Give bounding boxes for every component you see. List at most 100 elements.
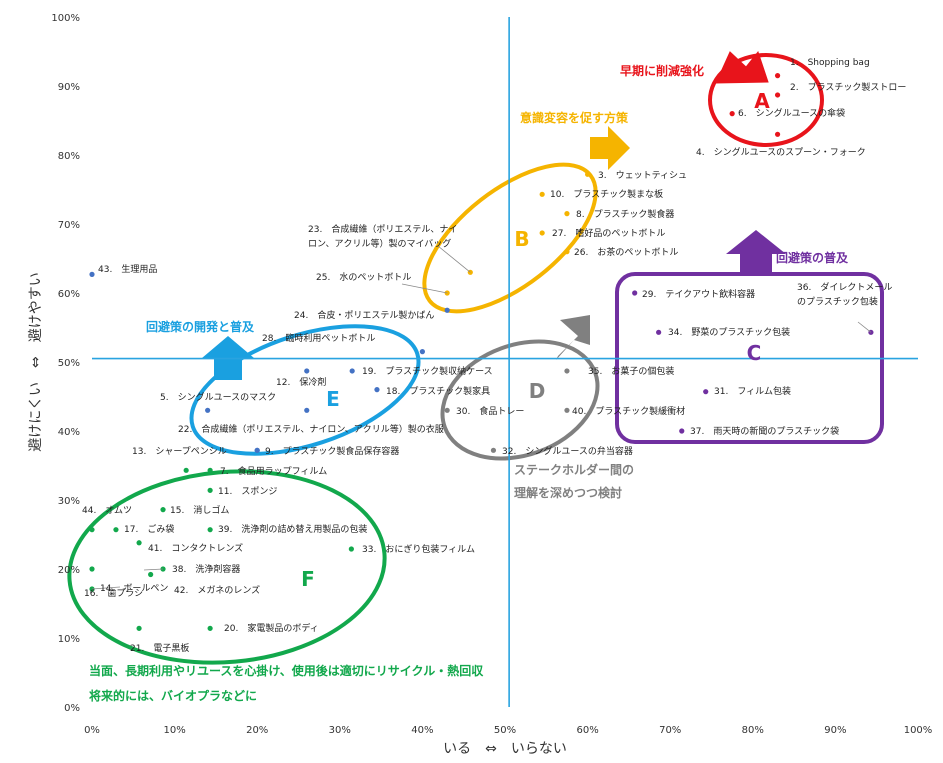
leader-line <box>143 568 164 571</box>
annotation-text: 早期に削減強化 <box>620 63 704 78</box>
point-label: 38. 洗浄剤容器 <box>172 563 240 575</box>
leader-line <box>91 586 121 590</box>
region-label-f: F <box>301 567 315 591</box>
data-point <box>564 368 570 374</box>
point-label-line: 36. ダイレクトメール <box>797 281 892 293</box>
point-label: 11. スポンジ <box>218 486 277 497</box>
point-label: 2. プラスチック製ストロー <box>790 81 906 93</box>
point-label: 24. 合皮・ポリエステル製かばん <box>294 309 434 321</box>
data-point <box>348 546 354 552</box>
annotations: 早期に削減強化意識変容を促す方策回避策の普及ステークホルダー間の理解を深めつつ検… <box>89 63 849 703</box>
data-point <box>113 527 119 533</box>
point-label: 16. 歯ブラシ <box>84 587 143 599</box>
region-label-a: A <box>754 89 770 113</box>
region-e-ellipse <box>189 324 421 456</box>
y-tick-label: 100% <box>51 13 80 24</box>
y-tick-label: 70% <box>58 220 80 231</box>
data-point <box>207 527 213 533</box>
annotation-text: 将来的には、バイオプラなどに <box>89 688 257 703</box>
point-label: 44. オムツ <box>82 505 132 516</box>
y-tick-label: 10% <box>58 634 80 645</box>
data-point <box>585 171 591 177</box>
point-label: 13. シャープペンシル <box>132 446 227 457</box>
leader-line <box>401 283 448 294</box>
point-label: 12. 保冷剤 <box>276 376 326 388</box>
data-point <box>374 387 380 393</box>
data-point <box>539 230 545 236</box>
data-point <box>774 131 781 137</box>
x-tick-label: 70% <box>659 725 681 736</box>
x-tick-label: 20% <box>246 725 268 736</box>
point-label: 20. 家電製品のボディ <box>224 622 319 634</box>
point-label: 33. おにぎり包装フィルム <box>362 543 475 555</box>
data-point <box>148 571 154 578</box>
data-point <box>703 389 709 395</box>
point-label: 10. プラスチック製まな板 <box>550 188 663 200</box>
x-axis-title: いる ⇔ いらない <box>443 741 567 757</box>
y-tick-label: 20% <box>58 565 80 576</box>
y-axis-title: 避けにくい ⇔ 避けやすい <box>28 272 44 451</box>
region-shapes <box>67 50 884 665</box>
data-point <box>564 249 570 255</box>
point-label: 23. 合成繊維（ポリエステル、ナイロン、アクリル等）製のマイバッグ <box>308 223 457 249</box>
point-label: 39. 洗浄剤の詰め替え用製品の包装 <box>218 523 367 535</box>
data-point <box>564 211 570 217</box>
x-tick-label: 100% <box>904 725 933 736</box>
region-b-arrow <box>590 126 630 170</box>
data-point <box>632 290 638 296</box>
point-label: 6. シングルユースの傘袋 <box>738 107 845 119</box>
point-label: 1. Shopping bag <box>790 58 870 68</box>
data-point <box>207 625 213 631</box>
point-label: 32. シングルユースの弁当容器 <box>502 445 633 457</box>
point-label: 3. ウェットティシュ <box>598 170 687 181</box>
data-point <box>564 407 570 413</box>
region-c-arrow <box>726 230 786 276</box>
y-tick-label: 30% <box>58 496 80 507</box>
point-label: 18. プラスチック製家具 <box>386 385 490 397</box>
point-label: 21. 電子黒板 <box>130 642 189 654</box>
y-tick-label: 60% <box>58 289 80 300</box>
region-d-ellipse <box>440 339 600 461</box>
point-label: 8. プラスチック製食器 <box>576 208 674 220</box>
annotation-text: 意識変容を促す方策 <box>520 110 629 125</box>
data-point <box>160 507 166 513</box>
region-b-ellipse <box>422 162 598 314</box>
region-label-b: B <box>514 227 529 251</box>
leader-line <box>437 245 471 273</box>
region-label-e: E <box>326 387 340 411</box>
point-label: 15. 消しゴム <box>170 504 229 516</box>
data-point <box>729 111 735 117</box>
point-labels: 1. Shopping bag 2. プラスチック製ストロー 6. シングルユースの… <box>82 58 906 654</box>
point-label: 42. メガネのレンズ <box>174 584 260 596</box>
x-tick-label: 80% <box>742 725 764 736</box>
annotation-text: 当面、長期利用やリユースを心掛け、使用後は適切にリサイクル・熱回収 <box>89 663 484 678</box>
region-label-d: D <box>529 379 546 403</box>
data-point <box>679 428 685 434</box>
data-point <box>89 271 95 277</box>
point-label: 40. プラスチック製緩衝材 <box>572 405 685 417</box>
data-point <box>254 447 260 453</box>
data-point <box>207 487 213 493</box>
x-tick-label: 30% <box>329 725 351 736</box>
point-label: 19. プラスチック製収納ケース <box>362 365 493 377</box>
y-tick-label: 50% <box>58 358 80 369</box>
data-points <box>89 73 874 631</box>
data-point <box>656 329 662 335</box>
data-point <box>490 447 497 453</box>
y-tick-label: 40% <box>58 427 80 438</box>
point-label: 9. プラスチック製食品保存容器 <box>265 445 399 457</box>
point-label-line: のプラスチック包装 <box>797 295 878 307</box>
point-label: 25. 水のペットボトル <box>316 271 411 283</box>
x-tick-label: 10% <box>163 725 185 736</box>
data-point <box>444 407 450 413</box>
point-label: 7. 食品用ラップフィルム <box>220 465 327 477</box>
point-label: 14. ボールペン <box>100 583 168 594</box>
point-label: 17. ごみ袋 <box>124 523 174 535</box>
point-label: 26. お茶のペットボトル <box>574 246 678 258</box>
data-point <box>136 540 142 546</box>
x-tick-label: 40% <box>411 725 433 736</box>
y-tick-label: 90% <box>58 82 80 93</box>
